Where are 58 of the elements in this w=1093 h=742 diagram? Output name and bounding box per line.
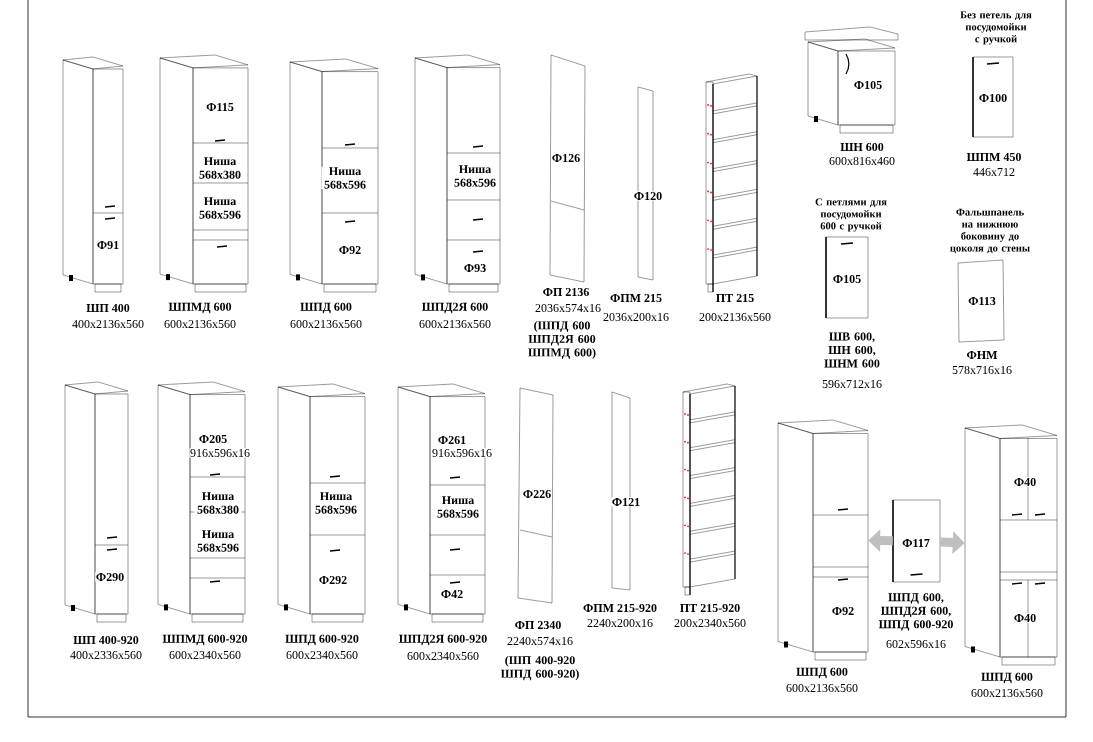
size-label: 596x712x16: [822, 379, 882, 388]
model-name: ШПД 600-920: [285, 634, 359, 646]
model-name: ФПМ 215: [610, 293, 662, 302]
model-name: ШПМД 600: [168, 302, 232, 314]
compatibility-note: (ШПД 600 ШПД2Я 600 ШПМД 600): [528, 321, 596, 359]
door-code: Ф120: [633, 191, 663, 201]
size-label: 600x816x460: [829, 156, 895, 166]
size-label: 600x2340x560: [407, 651, 479, 661]
size-label: 600x2340x560: [169, 650, 241, 660]
size-label: 578x716x16: [952, 365, 1012, 375]
model-name: ШПД 600: [981, 672, 1033, 684]
model-name: ФП 2136: [543, 287, 589, 296]
size-label: 600x2136x560: [419, 319, 491, 329]
door-code: Ф121: [611, 497, 641, 507]
size-label: 600x2340x560: [286, 650, 358, 660]
size-label: 200x2136x560: [699, 312, 771, 322]
size-label: 600x2136x560: [971, 688, 1043, 698]
model-name: ШПД2Я 600: [422, 302, 488, 314]
door-code: Ф117: [901, 538, 931, 548]
size-label: 2036x574x16: [535, 303, 601, 313]
size-label: 602x596x16: [886, 639, 946, 649]
heading-note: С петлями для посудомойки 600 с ручкой: [815, 198, 887, 232]
model-name: ШПМ 450: [966, 152, 1021, 162]
door-code: Ф91: [96, 240, 120, 250]
model-name: ШПД2Я 600-920: [399, 634, 487, 646]
door-code: Ф126: [551, 153, 581, 163]
size-label: 200x2340x560: [674, 618, 746, 628]
door-code: Ф100: [978, 93, 1008, 103]
compatibility-note: (ШП 400-920 ШПД 600-920): [500, 655, 579, 681]
compatibility-note: ШВ 600, ШН 600, ШНМ 600: [824, 332, 880, 368]
heading-note: Фальшпанель на нижнюю боковину до цоколя до стены: [950, 208, 1030, 254]
model-name: ФНМ: [967, 351, 998, 359]
heading-note: Без петель для посудомойки с ручкой: [960, 11, 1032, 45]
size-label: 2240x574x16: [507, 636, 573, 646]
door-code: Ф226: [522, 489, 552, 499]
size-label: 2036x200x16: [603, 312, 669, 322]
size-label: 2240x200x16: [587, 618, 653, 628]
model-name: ШПМД 600-920: [162, 634, 248, 646]
size-label: 600x2136x560: [290, 319, 362, 329]
size-label: 400x2136x560: [72, 319, 144, 329]
size-label: 400x2336x560: [70, 650, 142, 660]
model-name: ПТ 215-920: [680, 603, 740, 613]
model-name: ФПМ 215-920: [583, 603, 657, 613]
model-name: ШПД 600: [796, 667, 848, 679]
model-name: ШН 600: [840, 142, 884, 152]
size-label: 600x2136x560: [164, 319, 236, 329]
model-name: ШПД 600: [300, 302, 352, 314]
compatibility-note: ШПД 600, ШПД2Я 600, ШПД 600-920: [878, 593, 953, 631]
model-name: ФП 2340: [515, 620, 561, 630]
model-name: ШП 400: [86, 303, 130, 313]
door-code: Ф113: [967, 296, 997, 306]
model-name: ШП 400-920: [73, 635, 139, 645]
door-code: Ф105: [853, 80, 883, 90]
model-name: ПТ 215: [716, 293, 754, 302]
door-code: Ф105: [832, 274, 862, 284]
door-code: Ф290: [95, 572, 125, 582]
size-label: 446x712: [973, 167, 1015, 176]
size-label: 600x2136x560: [786, 683, 858, 693]
